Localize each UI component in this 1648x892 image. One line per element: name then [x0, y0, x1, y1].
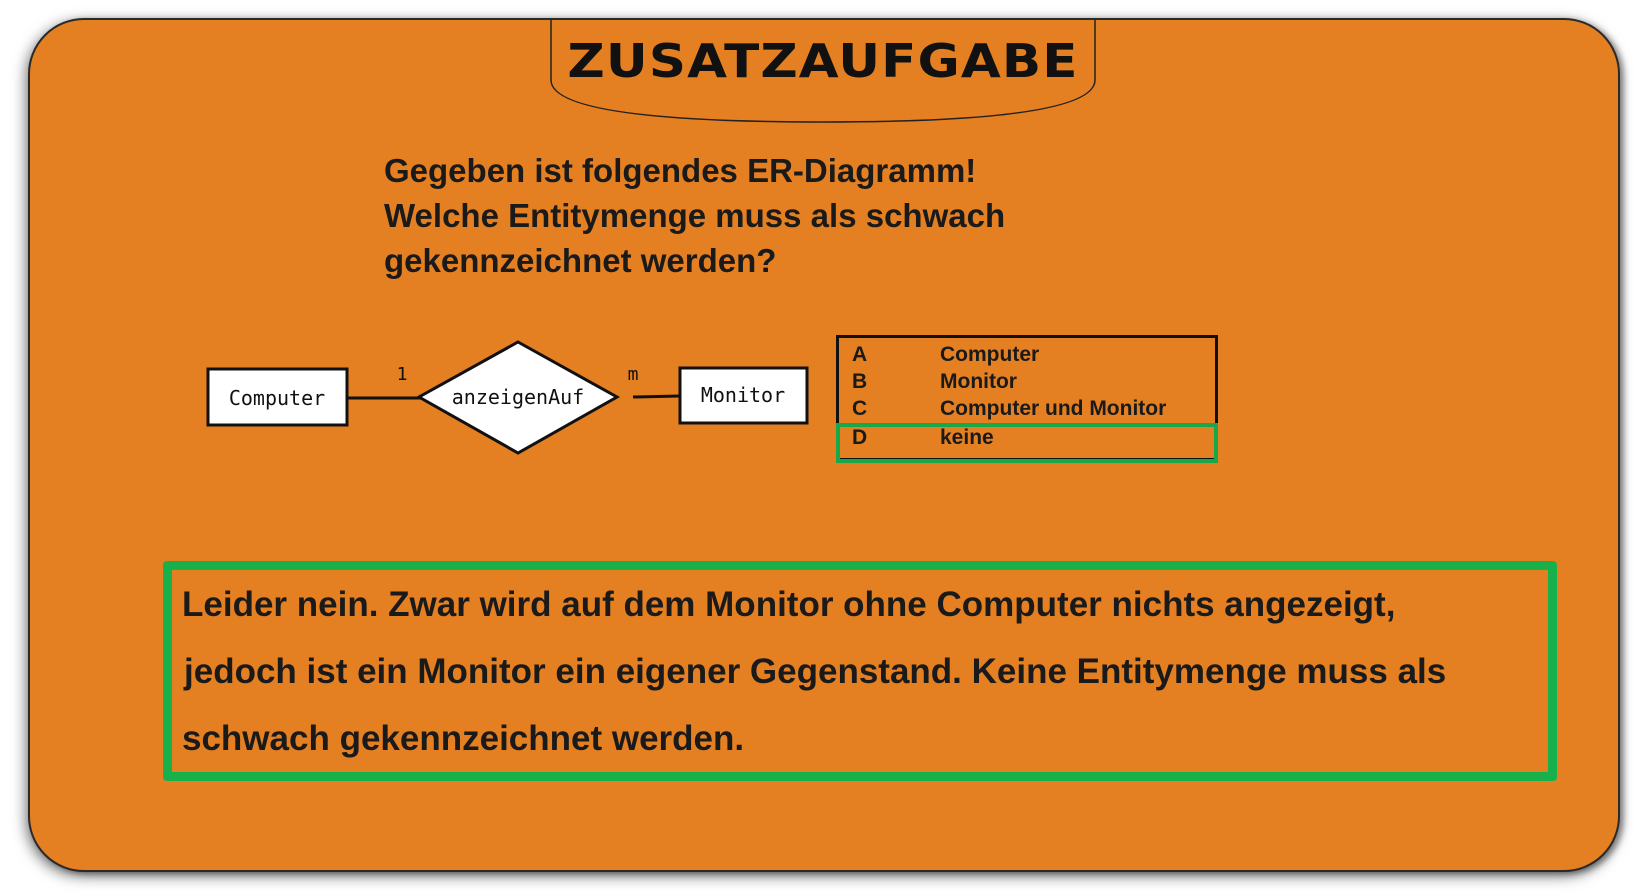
relationship-label: anzeigenAuf	[452, 385, 584, 409]
option-text: Computer und Monitor	[940, 397, 1167, 420]
er-diagram: Computer anzeigenAuf Monitor 1 m	[206, 340, 809, 455]
entity-computer	[206, 367, 349, 427]
question-line: Welche Entitymenge muss als schwach	[384, 197, 1006, 234]
option-a[interactable]: A Computer	[852, 343, 1039, 367]
slide-panel	[28, 18, 1620, 872]
question-text: Gegeben ist folgendes ER-Diagramm! Welch…	[384, 148, 1144, 283]
page-title: ZUSATZAUFGABE	[567, 34, 1079, 88]
title-tab	[550, 20, 1096, 123]
feedback-line: schwach gekennzeichnet werden.	[182, 719, 745, 758]
cardinality-left: 1	[397, 364, 408, 385]
option-text: keine	[940, 426, 994, 449]
option-letter: B	[852, 370, 868, 393]
question-line: gekennzeichnet werden?	[384, 242, 777, 279]
relationship-diamond	[415, 340, 621, 455]
cardinality-right: m	[628, 364, 639, 385]
option-c[interactable]: C Computer und Monitor	[852, 397, 1166, 421]
option-letter: C	[852, 397, 868, 420]
question-line: Gegeben ist folgendes ER-Diagramm!	[384, 152, 977, 189]
entity-computer-label: Computer	[229, 386, 325, 410]
connector-right	[632, 394, 681, 399]
entity-monitor-label: Monitor	[701, 383, 785, 407]
feedback-line: Leider nein. Zwar wird auf dem Monitor o…	[182, 585, 1396, 624]
option-letter: A	[852, 343, 868, 366]
feedback-line: jedoch ist ein Monitor ein eigener Gegen…	[184, 652, 1447, 691]
option-text: Computer	[940, 343, 1040, 366]
option-b[interactable]: B Monitor	[852, 370, 1017, 394]
option-letter: D	[852, 426, 868, 449]
option-text: Monitor	[940, 370, 1017, 393]
entity-monitor	[678, 366, 809, 425]
selected-answer-highlight	[836, 423, 1218, 463]
feedback-box	[163, 561, 1557, 781]
